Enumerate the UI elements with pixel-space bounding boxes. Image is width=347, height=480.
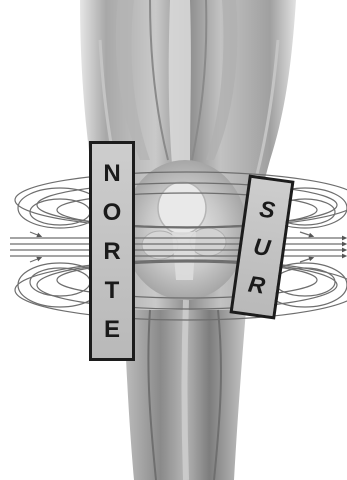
north-magnet-letter: O <box>103 201 122 225</box>
south-magnet-letter: S <box>258 197 276 222</box>
thigh-tendon <box>169 0 191 165</box>
south-magnet-letter: U <box>252 234 272 259</box>
north-magnet-letter: N <box>103 162 120 186</box>
north-magnet: N O R T E <box>89 141 135 361</box>
north-magnet-letter: T <box>105 279 120 303</box>
north-magnet-letter: E <box>104 318 120 342</box>
south-magnet-letter: R <box>247 272 267 297</box>
north-magnet-letter: R <box>103 240 120 264</box>
